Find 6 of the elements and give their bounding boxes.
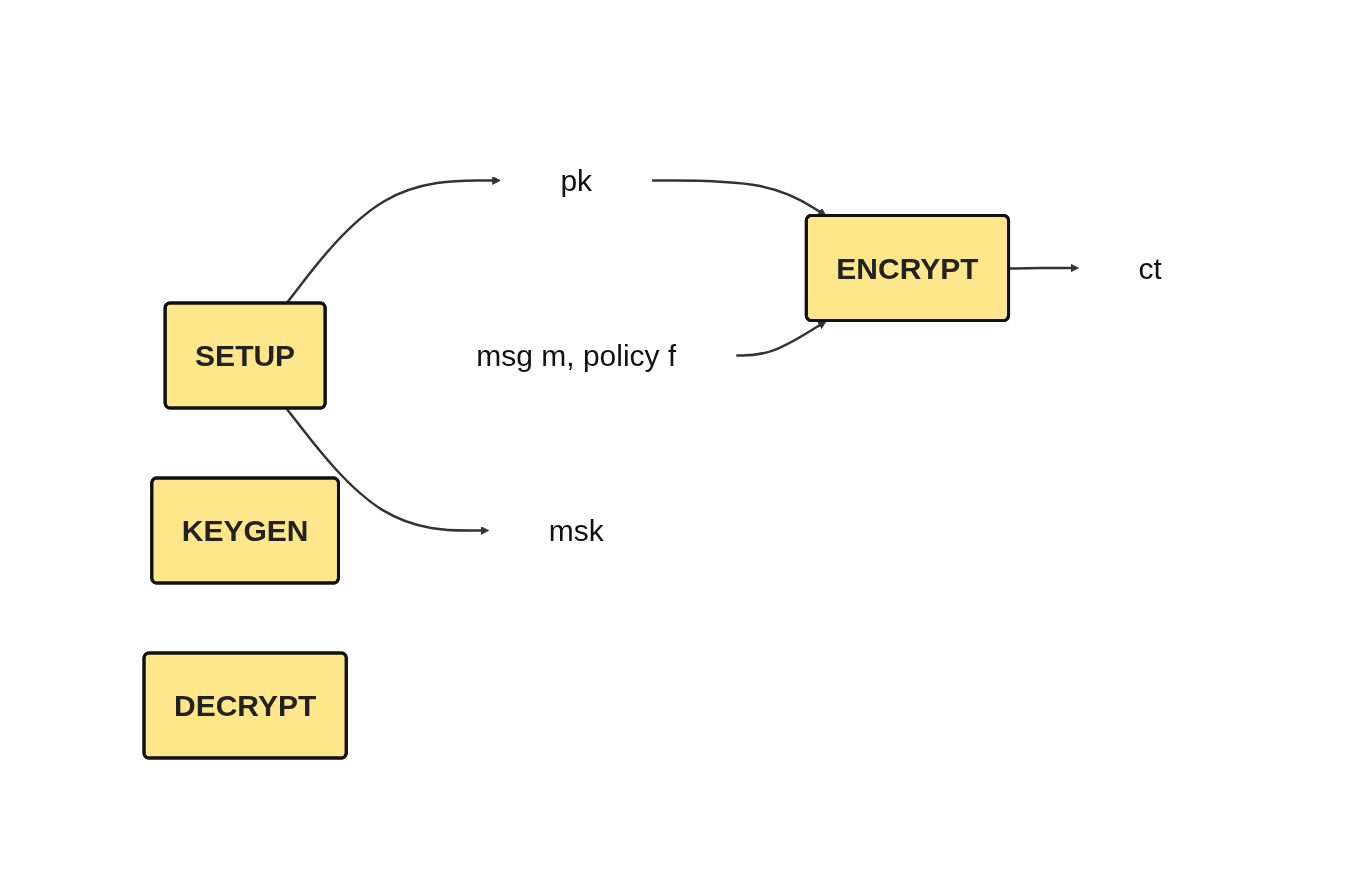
arrow bbox=[735, 320, 827, 357]
node-text: pk bbox=[559, 164, 592, 197]
node-text: ct bbox=[1138, 251, 1162, 285]
node-text: msg m, policy f bbox=[475, 339, 676, 372]
node-text: msk bbox=[548, 514, 604, 547]
arrow bbox=[1008, 263, 1079, 273]
